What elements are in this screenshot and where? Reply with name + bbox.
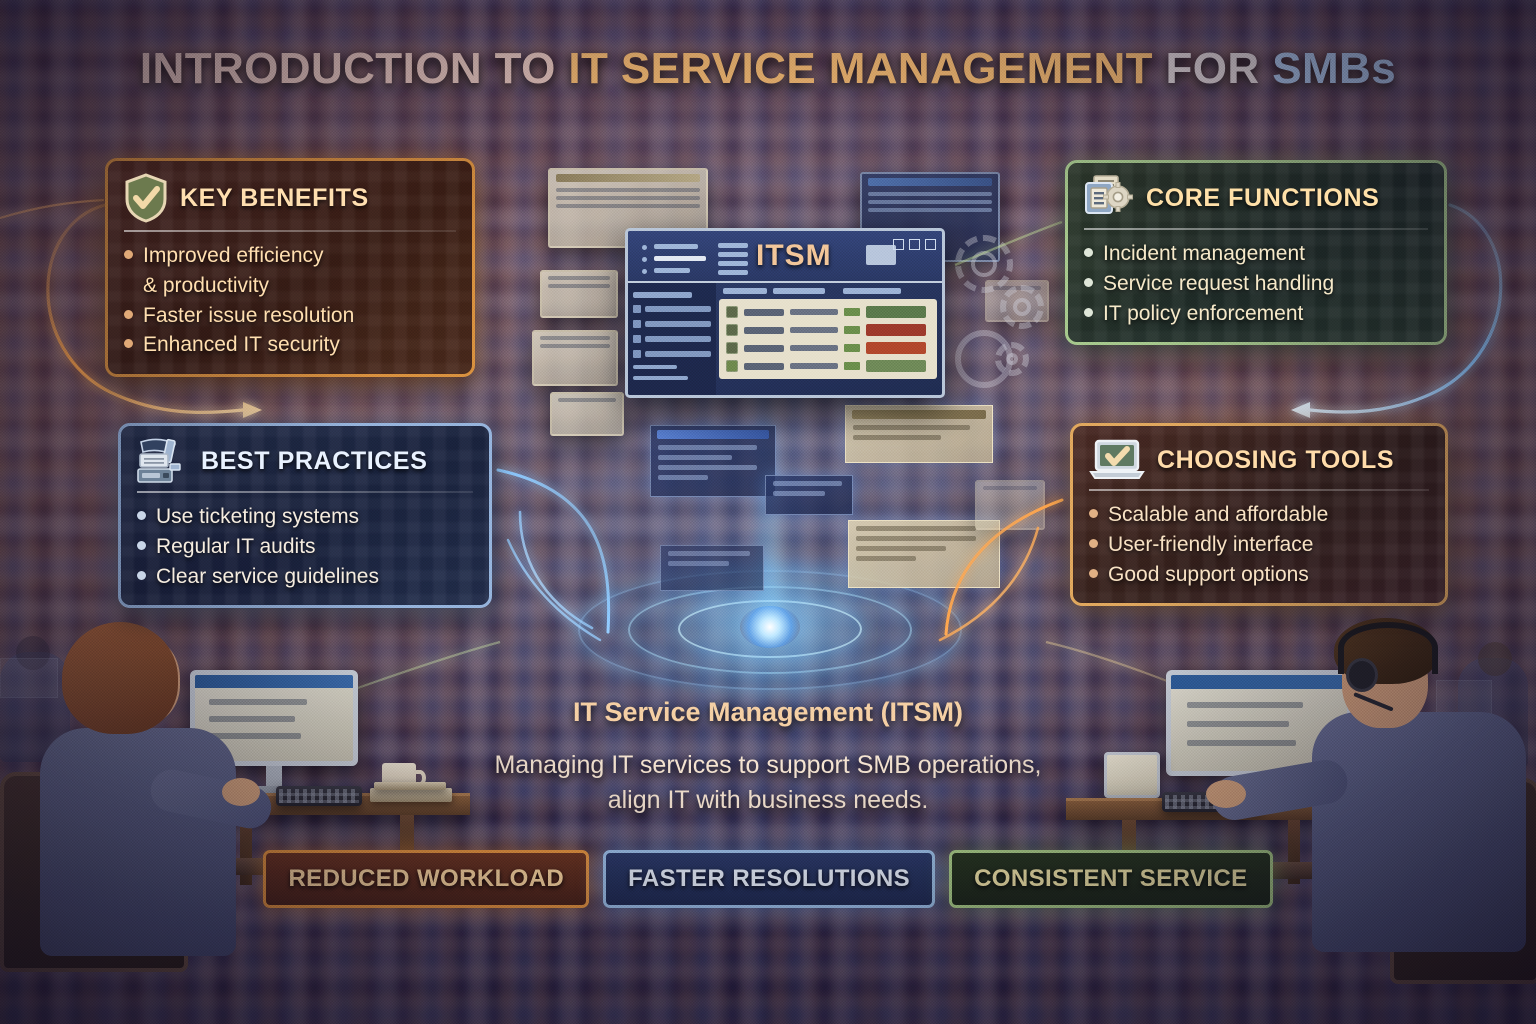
list-item-label: Service request handling bbox=[1103, 271, 1335, 295]
list-item-label: Faster issue resolution bbox=[143, 303, 355, 327]
panel-list: Improved efficiency & productivity Faste… bbox=[124, 241, 456, 360]
list-item-label: Good support options bbox=[1108, 562, 1309, 586]
panel-header: KEY BENEFITS bbox=[124, 173, 456, 230]
list-item-label: Incident management bbox=[1103, 242, 1305, 265]
list-item-label: Regular IT audits bbox=[156, 534, 316, 558]
list-item-label: Use ticketing systems bbox=[156, 505, 360, 528]
list-item-label: Enhanced IT security bbox=[143, 333, 340, 357]
list-item: Clear service guidelines bbox=[137, 562, 473, 592]
list-item: Scalable and affordable bbox=[1089, 500, 1429, 530]
panel-key-benefits[interactable]: KEY BENEFITS Improved efficiency & produ… bbox=[105, 158, 475, 378]
list-item-label: Improved efficiency bbox=[143, 244, 324, 267]
panel-header: CHOOSING TOOLS bbox=[1089, 438, 1429, 489]
bullet-dot bbox=[1089, 568, 1098, 578]
panel-divider bbox=[137, 491, 473, 493]
list-item: User-friendly interface bbox=[1089, 530, 1429, 560]
panel-divider bbox=[1089, 489, 1429, 491]
list-item: Improved efficiency bbox=[124, 241, 456, 271]
list-item: Regular IT audits bbox=[137, 532, 473, 562]
bullet-dot bbox=[1089, 538, 1098, 548]
list-item-label: Scalable and affordable bbox=[1108, 503, 1329, 526]
bullet-dot bbox=[1084, 277, 1093, 287]
panel-core-functions[interactable]: CORE FUNCTIONS Incident management Servi… bbox=[1065, 160, 1447, 346]
bullet-dot bbox=[124, 250, 133, 259]
list-item: Incident management bbox=[1084, 239, 1428, 269]
panel-list: Scalable and affordable User-friendly in… bbox=[1089, 500, 1429, 589]
bullet-dot bbox=[1084, 307, 1093, 317]
panel-title: KEY BENEFITS bbox=[180, 183, 369, 212]
panel-best-practices[interactable]: BEST PRACTICES Use ticketing systems Reg… bbox=[118, 423, 492, 609]
bullet-dot bbox=[137, 511, 146, 520]
list-item: Service request handling bbox=[1084, 269, 1428, 299]
laptop-check-icon bbox=[1089, 439, 1145, 479]
list-item: Faster issue resolution bbox=[124, 301, 456, 331]
bullet-dot bbox=[1084, 248, 1093, 257]
panel-divider bbox=[1084, 228, 1428, 230]
bullet-dot bbox=[137, 570, 146, 580]
shield-check-icon bbox=[125, 173, 167, 223]
panel-divider bbox=[124, 230, 456, 232]
bullet-dot bbox=[1089, 509, 1098, 518]
panel-list: Use ticketing systems Regular IT audits … bbox=[137, 502, 473, 591]
bullet-dot bbox=[137, 540, 146, 550]
panel-texture bbox=[121, 426, 489, 606]
document-gear-icon bbox=[1085, 175, 1133, 214]
panel-header: CORE FUNCTIONS bbox=[1084, 175, 1428, 228]
panel-list: Incident management Service request hand… bbox=[1084, 239, 1428, 328]
list-item-label: User-friendly interface bbox=[1108, 532, 1314, 556]
panel-title: BEST PRACTICES bbox=[201, 446, 428, 475]
list-item-label: & productivity bbox=[143, 273, 270, 297]
list-item: & productivity bbox=[124, 271, 456, 301]
panel-title: CORE FUNCTIONS bbox=[1146, 183, 1380, 212]
list-item-label: Clear service guidelines bbox=[156, 564, 379, 588]
bullet-dot bbox=[124, 309, 133, 319]
bullet-dot bbox=[124, 339, 133, 349]
list-item: IT policy enforcement bbox=[1084, 299, 1428, 329]
list-item: Use ticketing systems bbox=[137, 502, 473, 532]
panel-header: BEST PRACTICES bbox=[137, 438, 473, 491]
monitor-server-icon bbox=[137, 438, 181, 483]
panel-choosing-tools[interactable]: CHOOSING TOOLS Scalable and affordable U… bbox=[1070, 423, 1448, 607]
list-item-label: IT policy enforcement bbox=[1103, 301, 1304, 325]
list-item: Good support options bbox=[1089, 560, 1429, 590]
list-item: Enhanced IT security bbox=[124, 330, 456, 360]
panel-title: CHOOSING TOOLS bbox=[1157, 445, 1395, 474]
